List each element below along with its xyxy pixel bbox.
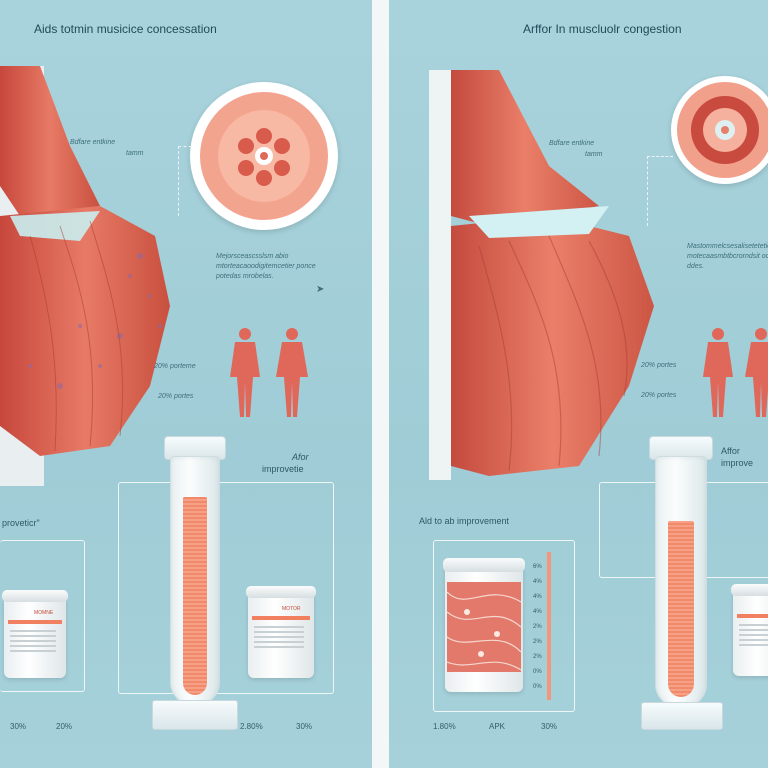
chart-frame: [433, 540, 575, 712]
tick-label: 30%: [10, 722, 27, 731]
before-label: Bdfare entkine: [549, 140, 595, 147]
human-figures-icon: [703, 328, 768, 417]
side-label: Ald to ab improvement: [419, 516, 510, 526]
before-sublabel: tamm: [585, 151, 603, 158]
percent-label-b: 20% portes: [158, 393, 194, 400]
measurement-tube: [170, 456, 220, 706]
middle-note: Mastommelcsesaliseteteticor motecaasmbtb…: [687, 243, 768, 270]
supplement-jar: MOTOR: [246, 586, 316, 678]
scale-tick: 2%: [533, 654, 542, 660]
jar-label: MOTOR: [282, 606, 301, 612]
tissue-cross-section-icon: [190, 82, 338, 230]
connector-line: [647, 156, 673, 157]
tick-label: 30%: [541, 722, 558, 731]
supplement-jar: MOMNE: [2, 590, 68, 678]
side-label: proveticr": [2, 518, 40, 528]
after-label: Affor: [721, 446, 740, 456]
tick-label: 30%: [296, 722, 313, 731]
percent-label-a: 20% porteme: [154, 363, 196, 370]
tube-base: [641, 702, 723, 730]
connector-line: [178, 146, 179, 216]
after-label: Afor: [292, 452, 309, 462]
arrow-icon: ➤: [316, 284, 325, 295]
tissue-cross-section-icon: [671, 76, 768, 184]
before-label: Bdfare entkine: [70, 139, 116, 146]
chart-frame: [0, 540, 85, 692]
scale-tick: 4%: [533, 579, 542, 585]
scale-labels: 6% 4% 4% 4% 2% 2% 2% 0% 0%: [533, 560, 542, 695]
before-sublabel: tamm: [126, 150, 144, 157]
scale-tick: 0%: [533, 669, 542, 675]
scale-tick: 4%: [533, 594, 542, 600]
scale-bar: [547, 552, 551, 700]
supplement-jar: [731, 584, 768, 676]
tick-label: APK: [489, 722, 506, 731]
supplement-jar: [443, 558, 525, 692]
tick-label: 20%: [56, 722, 73, 731]
panel-divider: [372, 0, 389, 768]
shoulder-muscle-illustration: [0, 66, 170, 486]
percent-label-a: 20% portes: [641, 362, 677, 369]
scale-tick: 0%: [533, 684, 542, 690]
scale-tick: 6%: [533, 564, 542, 570]
connector-line: [647, 156, 648, 226]
tube-fill-level: [668, 521, 694, 697]
right-panel: Arffor In muscluolr congestion Bdfare en…: [389, 0, 768, 768]
connector-line: [178, 146, 192, 147]
middle-note: Mejorsceascsslsm abio mtorteacaoodigitem…: [216, 253, 316, 280]
percent-label-b: 20% portes: [641, 392, 677, 399]
scale-tick: 2%: [533, 624, 542, 630]
jar-label: MOMNE: [34, 610, 54, 616]
human-figures-icon: [230, 328, 308, 417]
left-title: Aids totmin musicice concessation: [34, 22, 217, 36]
scale-tick: 2%: [533, 639, 542, 645]
chart-frame: [118, 482, 334, 694]
after-sublabel: improvetie: [262, 464, 304, 474]
shoulder-muscle-illustration: [429, 70, 654, 480]
tick-label: 1.80%: [433, 722, 456, 731]
tick-label: 2.80%: [240, 722, 263, 731]
tube-fill-level: [183, 497, 207, 695]
scale-tick: 4%: [533, 609, 542, 615]
right-title: Arffor In muscluolr congestion: [523, 22, 682, 36]
left-panel: Aids totmin musicice concessation: [0, 0, 372, 768]
measurement-tube: [655, 456, 707, 708]
after-sublabel: improve: [721, 458, 754, 468]
tube-base: [152, 700, 238, 730]
